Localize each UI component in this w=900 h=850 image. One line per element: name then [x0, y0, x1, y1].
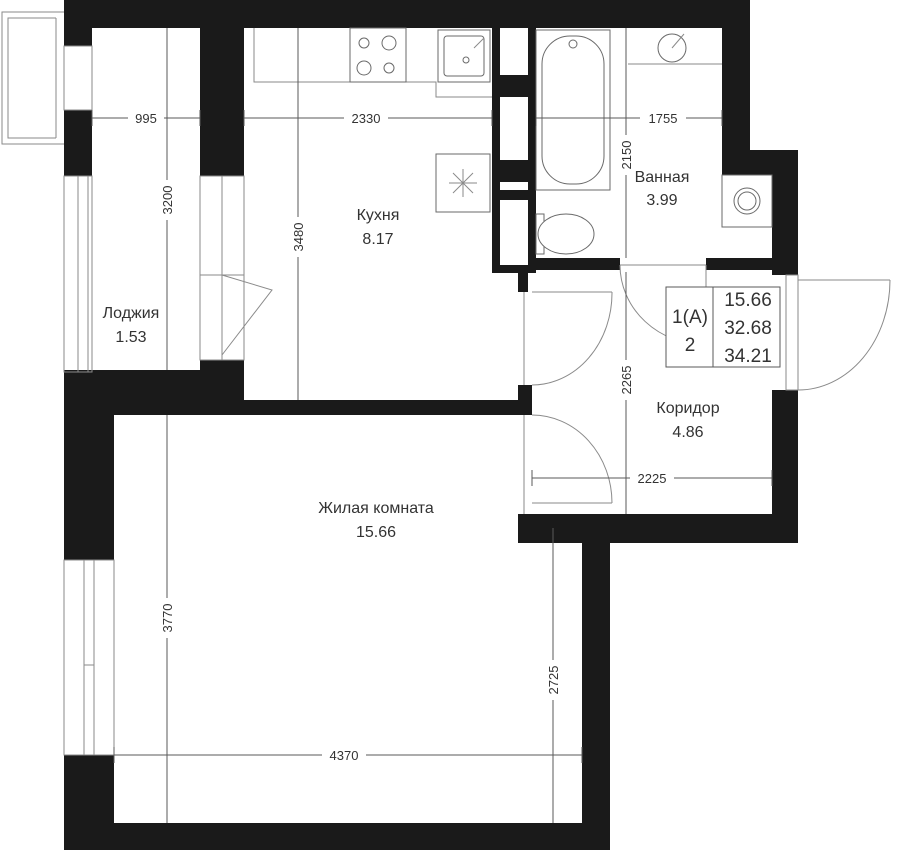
stove [349, 27, 407, 83]
living-name: Жилая комната [318, 500, 434, 517]
bathtub-inner [541, 35, 605, 185]
living-area: 15.66 [356, 524, 396, 541]
bath-bottom-wall-right [706, 258, 776, 270]
kitchen-living-wall [92, 400, 532, 415]
washing-machine-drum-inner [737, 191, 757, 211]
stove-burner-2 [381, 35, 397, 51]
left-wall-top [64, 0, 92, 46]
kitchen-sink-tap [473, 37, 485, 49]
dim-loggia-length: 3200 [160, 186, 175, 215]
room-labels: Лоджия 1.53 Кухня 8.17 Ванная 3.99 Корид… [103, 169, 720, 541]
loggia-balcony [1, 11, 93, 373]
bath-bottom-wall [528, 258, 620, 270]
kitchen-bath-wall-d [492, 160, 536, 182]
info-table-frame [665, 286, 781, 368]
dim-kitchen-length: 3480 [291, 223, 306, 252]
dimension-labels: 995 2330 1755 3200 3480 2150 2265 2225 3… [128, 110, 686, 763]
corridor-left-wall-mid [518, 385, 532, 415]
ventilation-icon [449, 169, 477, 197]
dim-loggia-width: 995 [135, 111, 157, 126]
living-door-arc [531, 414, 613, 504]
loggia-kitchen-wall-top [200, 28, 244, 176]
bathroom-fixtures [535, 29, 773, 255]
loggia-window-frame [63, 45, 93, 111]
loggia-area: 1.53 [115, 329, 146, 346]
dim-corridor-length: 2265 [619, 366, 634, 395]
bottom-wall [64, 823, 610, 850]
entrance-door-frame [785, 274, 799, 391]
left-wall-mid [64, 110, 92, 176]
corridor-left-wall [518, 272, 528, 292]
balcony-outline [1, 11, 64, 145]
kitchen-bath-wall-a [492, 28, 500, 272]
kitchen-counter [253, 28, 492, 98]
apartment-type-code: 1(А) [672, 307, 708, 328]
corridor-area: 4.86 [672, 424, 703, 441]
dim-bathroom-width: 1755 [649, 111, 678, 126]
entrance-door-arc [797, 279, 891, 391]
kitchen-sink-drain [462, 56, 470, 64]
corridor-bottom-wall [518, 514, 798, 543]
apartment-info-table: 1(А) 2 15.66 32.68 34.21 [665, 286, 781, 368]
toilet-bowl [537, 213, 595, 255]
living-window-frame [63, 559, 115, 756]
walls [64, 0, 798, 850]
top-wall [64, 0, 750, 28]
kitchen-balcony-door-swing [221, 274, 273, 356]
kitchen-fixtures [253, 27, 492, 213]
apartment-total-area: 32.68 [724, 318, 772, 339]
loggia-name: Лоджия [103, 305, 160, 322]
kitchen-name: Кухня [357, 207, 400, 224]
kitchen-door-arc [531, 291, 613, 386]
right-exterior-wall [772, 150, 798, 275]
bathtub-drain [568, 39, 578, 49]
right-top-wall [722, 0, 750, 175]
corridor-name: Коридор [656, 400, 719, 417]
stove-burner-3 [356, 60, 372, 76]
kitchen-bath-wall-b [528, 28, 536, 272]
stove-burner-4 [383, 62, 395, 74]
dim-living-width: 4370 [330, 748, 359, 763]
balcony-inner [7, 17, 56, 139]
dim-corridor-width: 2225 [638, 471, 667, 486]
openings [63, 175, 891, 756]
dim-living-length: 3770 [160, 604, 175, 633]
apartment-living-area: 15.66 [724, 290, 772, 311]
apartment-floor: 2 [685, 335, 696, 356]
kitchen-bath-wall-c [492, 75, 536, 97]
apartment-area-with-loggia: 34.21 [724, 346, 772, 367]
living-right-wall [582, 528, 610, 850]
left-wall-living-bottom [64, 755, 114, 850]
kitchen-sink-bowl [443, 35, 485, 77]
kitchen-area: 8.17 [362, 231, 393, 248]
washbasin-tap [671, 33, 685, 49]
bathroom-name: Ванная [635, 169, 690, 186]
dim-kitchen-width: 2330 [352, 111, 381, 126]
kitchen-bath-wall-f [492, 265, 536, 273]
kitchen-bath-wall-e [492, 190, 536, 200]
bathroom-area: 3.99 [646, 192, 677, 209]
dim-bathroom-length: 2150 [619, 141, 634, 170]
dim-living-inner-length: 2725 [546, 666, 561, 695]
dimension-lines [91, 28, 773, 823]
stove-burner-1 [358, 37, 370, 49]
